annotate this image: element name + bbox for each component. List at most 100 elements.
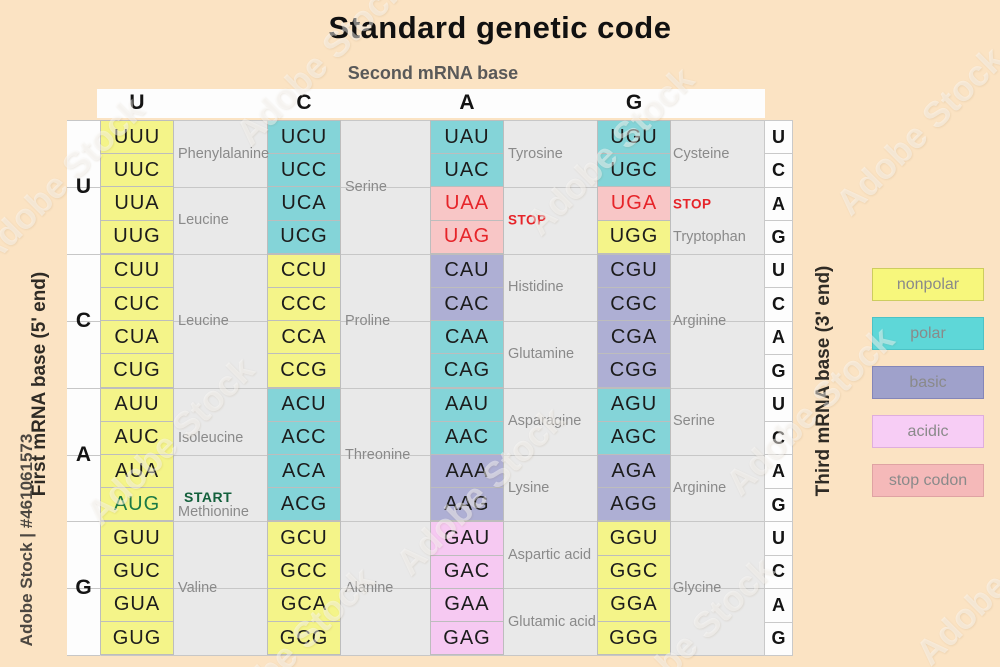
amino-label: Glutamic acid bbox=[508, 613, 596, 630]
codon-cell: UUA bbox=[100, 186, 174, 221]
codon-cell: CGC bbox=[597, 287, 671, 322]
codon-cell: UCC bbox=[267, 153, 341, 188]
amino-label: Threonine bbox=[345, 446, 411, 463]
codon-cell: GUU bbox=[100, 521, 174, 556]
amino-label: Leucine bbox=[178, 312, 229, 329]
second-base-g: G bbox=[625, 91, 643, 114]
codon-cell: CAG bbox=[430, 353, 504, 388]
codon-cell: AGG bbox=[597, 487, 671, 522]
codon-cell: UGG bbox=[597, 219, 671, 254]
third-base-letter: C bbox=[764, 420, 793, 456]
codon-cell: GCA bbox=[267, 587, 341, 622]
codon-column: CAU CAC CAA CAG bbox=[430, 253, 504, 388]
codon-cell: UUG bbox=[100, 219, 174, 254]
codon-cell: CAA bbox=[430, 320, 504, 355]
codon-table: U C A G UUU UUC UUA UUG UCU UCC UCA UCG … bbox=[67, 120, 793, 656]
codon-cell: UGA bbox=[597, 186, 671, 221]
third-base-letter: G bbox=[764, 220, 793, 255]
third-base-letter: G bbox=[764, 621, 793, 656]
codon-cell: ACA bbox=[267, 454, 341, 489]
third-base-column: U C A G U C A G U C A G U C A G bbox=[764, 120, 793, 656]
amino-label: Glycine bbox=[673, 580, 722, 597]
codon-column: GGU GGC GGA GGG bbox=[597, 521, 671, 656]
codon-cell: AGA bbox=[597, 454, 671, 489]
watermark-text: Adobe Stock bbox=[907, 488, 1000, 667]
codon-column: AUU AUC AUA AUG bbox=[100, 387, 174, 522]
codon-cell: UCU bbox=[267, 120, 341, 155]
codon-column: UUU UUC UUA UUG bbox=[100, 120, 174, 254]
third-base-letter: C bbox=[764, 153, 793, 188]
codon-cell: ACG bbox=[267, 487, 341, 522]
codon-cell: UGU bbox=[597, 120, 671, 155]
first-base-a: A bbox=[75, 442, 92, 466]
third-mrna-base-label: Third mRNA base (3' end) bbox=[813, 265, 834, 497]
codon-cell: GCU bbox=[267, 521, 341, 556]
codon-column: CCU CCC CCA CCG bbox=[267, 253, 341, 388]
codon-cell: UCA bbox=[267, 186, 341, 221]
codon-cell: AAA bbox=[430, 454, 504, 489]
amino-label: Methionine bbox=[178, 503, 249, 520]
second-base-a: A bbox=[459, 91, 475, 114]
codon-column: UAU UAC UAA UAG bbox=[430, 120, 504, 254]
codon-cell: CUC bbox=[100, 287, 174, 322]
amino-label: Histidine bbox=[508, 279, 564, 296]
codon-cell: CCA bbox=[267, 320, 341, 355]
amino-label: Phenylalanine bbox=[178, 145, 270, 162]
codon-cell: GUA bbox=[100, 587, 174, 622]
stock-attribution: Adobe Stock | #461061573 bbox=[17, 433, 36, 647]
codon-cell: GAG bbox=[430, 621, 504, 656]
third-base-letter: A bbox=[764, 186, 793, 222]
codon-column: UCU UCC UCA UCG bbox=[267, 120, 341, 254]
first-base-c: C bbox=[75, 308, 92, 332]
codon-cell: AUC bbox=[100, 420, 174, 455]
page-title: Standard genetic code bbox=[328, 10, 672, 45]
codon-cell: AUG bbox=[100, 487, 174, 522]
codon-cell: UAC bbox=[430, 153, 504, 188]
codon-cell: GGU bbox=[597, 521, 671, 556]
third-base-letter: C bbox=[764, 554, 793, 590]
third-base-letter: A bbox=[764, 320, 793, 356]
amino-label: Aspartic acid bbox=[508, 546, 592, 563]
codon-cell: ACU bbox=[267, 387, 341, 422]
first-base-u: U bbox=[75, 174, 92, 198]
codon-cell: UCG bbox=[267, 219, 341, 254]
codon-column: AAU AAC AAA AAG bbox=[430, 387, 504, 522]
amino-label: Cysteine bbox=[673, 145, 730, 162]
codon-cell: CGU bbox=[597, 253, 671, 288]
legend: nonpolar polar basic acidic stop codon bbox=[872, 268, 984, 513]
second-mrna-base-label: Second mRNA base bbox=[347, 63, 519, 83]
third-base-letter: C bbox=[764, 287, 793, 322]
start-codon-label: START Methionine bbox=[178, 488, 249, 520]
codon-cell: GGC bbox=[597, 554, 671, 589]
codon-cell: GUG bbox=[100, 621, 174, 656]
codon-cell: CGG bbox=[597, 353, 671, 388]
codon-cell: CAC bbox=[430, 287, 504, 322]
codon-cell: AAU bbox=[430, 387, 504, 422]
start-label: START bbox=[184, 488, 233, 505]
amino-label: Serine bbox=[673, 413, 715, 430]
third-base-letter: A bbox=[764, 454, 793, 489]
codon-cell: AUU bbox=[100, 387, 174, 422]
codon-cell: UUU bbox=[100, 120, 174, 155]
first-base-g: G bbox=[75, 576, 92, 600]
watermark-text: Adobe Stock bbox=[827, 38, 1000, 223]
codon-cell: UGC bbox=[597, 153, 671, 188]
amino-label: Serine bbox=[345, 178, 387, 195]
amino-label: Isoleucine bbox=[178, 429, 244, 446]
third-base-letter: U bbox=[764, 387, 793, 422]
third-base-letter: G bbox=[764, 487, 793, 523]
third-base-letter: A bbox=[764, 588, 793, 623]
amino-label: Lysine bbox=[508, 480, 550, 496]
codon-cell: UAG bbox=[430, 219, 504, 254]
codon-cell: AGC bbox=[597, 420, 671, 455]
amino-label: Arginine bbox=[673, 480, 727, 496]
codon-cell: UAU bbox=[430, 120, 504, 155]
codon-column: UGU UGC UGA UGG bbox=[597, 120, 671, 254]
codon-cell: GAC bbox=[430, 554, 504, 589]
legend-nonpolar: nonpolar bbox=[872, 268, 984, 301]
codon-cell: UUC bbox=[100, 153, 174, 188]
codon-cell: ACC bbox=[267, 420, 341, 455]
legend-basic: basic bbox=[872, 366, 984, 399]
legend-acidic: acidic bbox=[872, 415, 984, 448]
